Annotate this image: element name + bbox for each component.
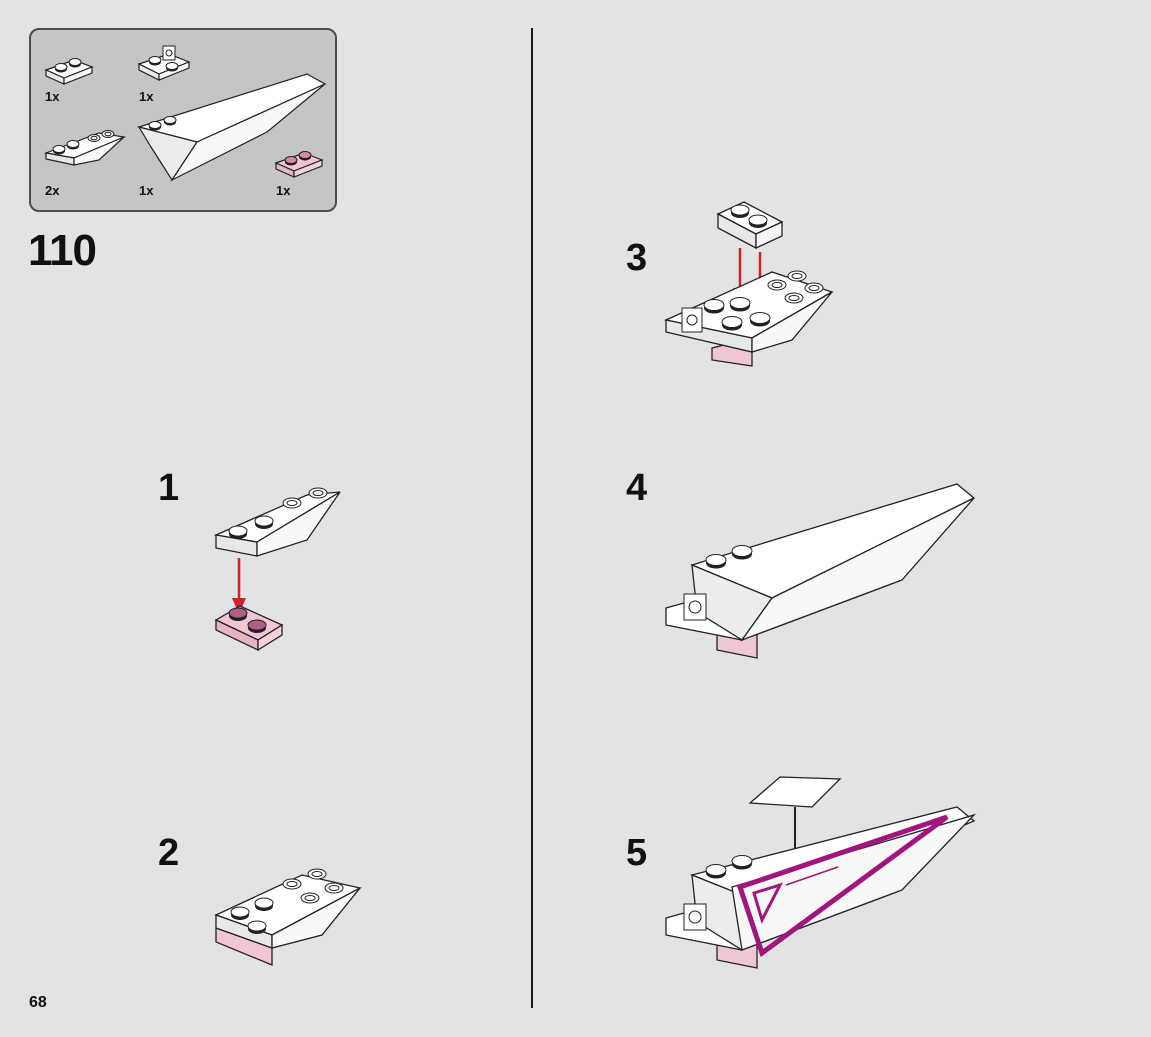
part-qty: 1x: [139, 183, 154, 198]
part-qty: 1x: [139, 89, 154, 104]
substep-number: 1: [158, 467, 180, 509]
main-step-number: 110: [28, 226, 97, 275]
part-plate-1x2-white-icon: [44, 58, 94, 85]
part-qty: 1x: [45, 89, 60, 104]
substep-number: 4: [626, 467, 648, 509]
substep-1-illustration: [213, 487, 341, 652]
part-slope-plate-icon: [43, 130, 127, 166]
substep-number: 3: [626, 237, 648, 279]
column-divider: [531, 28, 533, 1008]
substep-3-illustration: [663, 201, 834, 367]
part-wedge-long-icon: [136, 73, 327, 182]
part-qty: 2x: [45, 183, 60, 198]
substep-5-illustration: [665, 776, 977, 969]
part-qty: 1x: [276, 183, 291, 198]
substep-2-illustration: [214, 868, 362, 966]
substep-number: 5: [626, 832, 648, 874]
substep-4-illustration: [665, 483, 976, 659]
page-number: 68: [29, 994, 47, 1011]
part-plate-with-clip-icon: [137, 45, 191, 81]
part-plate-trans-pink-icon: [274, 151, 324, 178]
substep-number: 2: [158, 832, 180, 874]
